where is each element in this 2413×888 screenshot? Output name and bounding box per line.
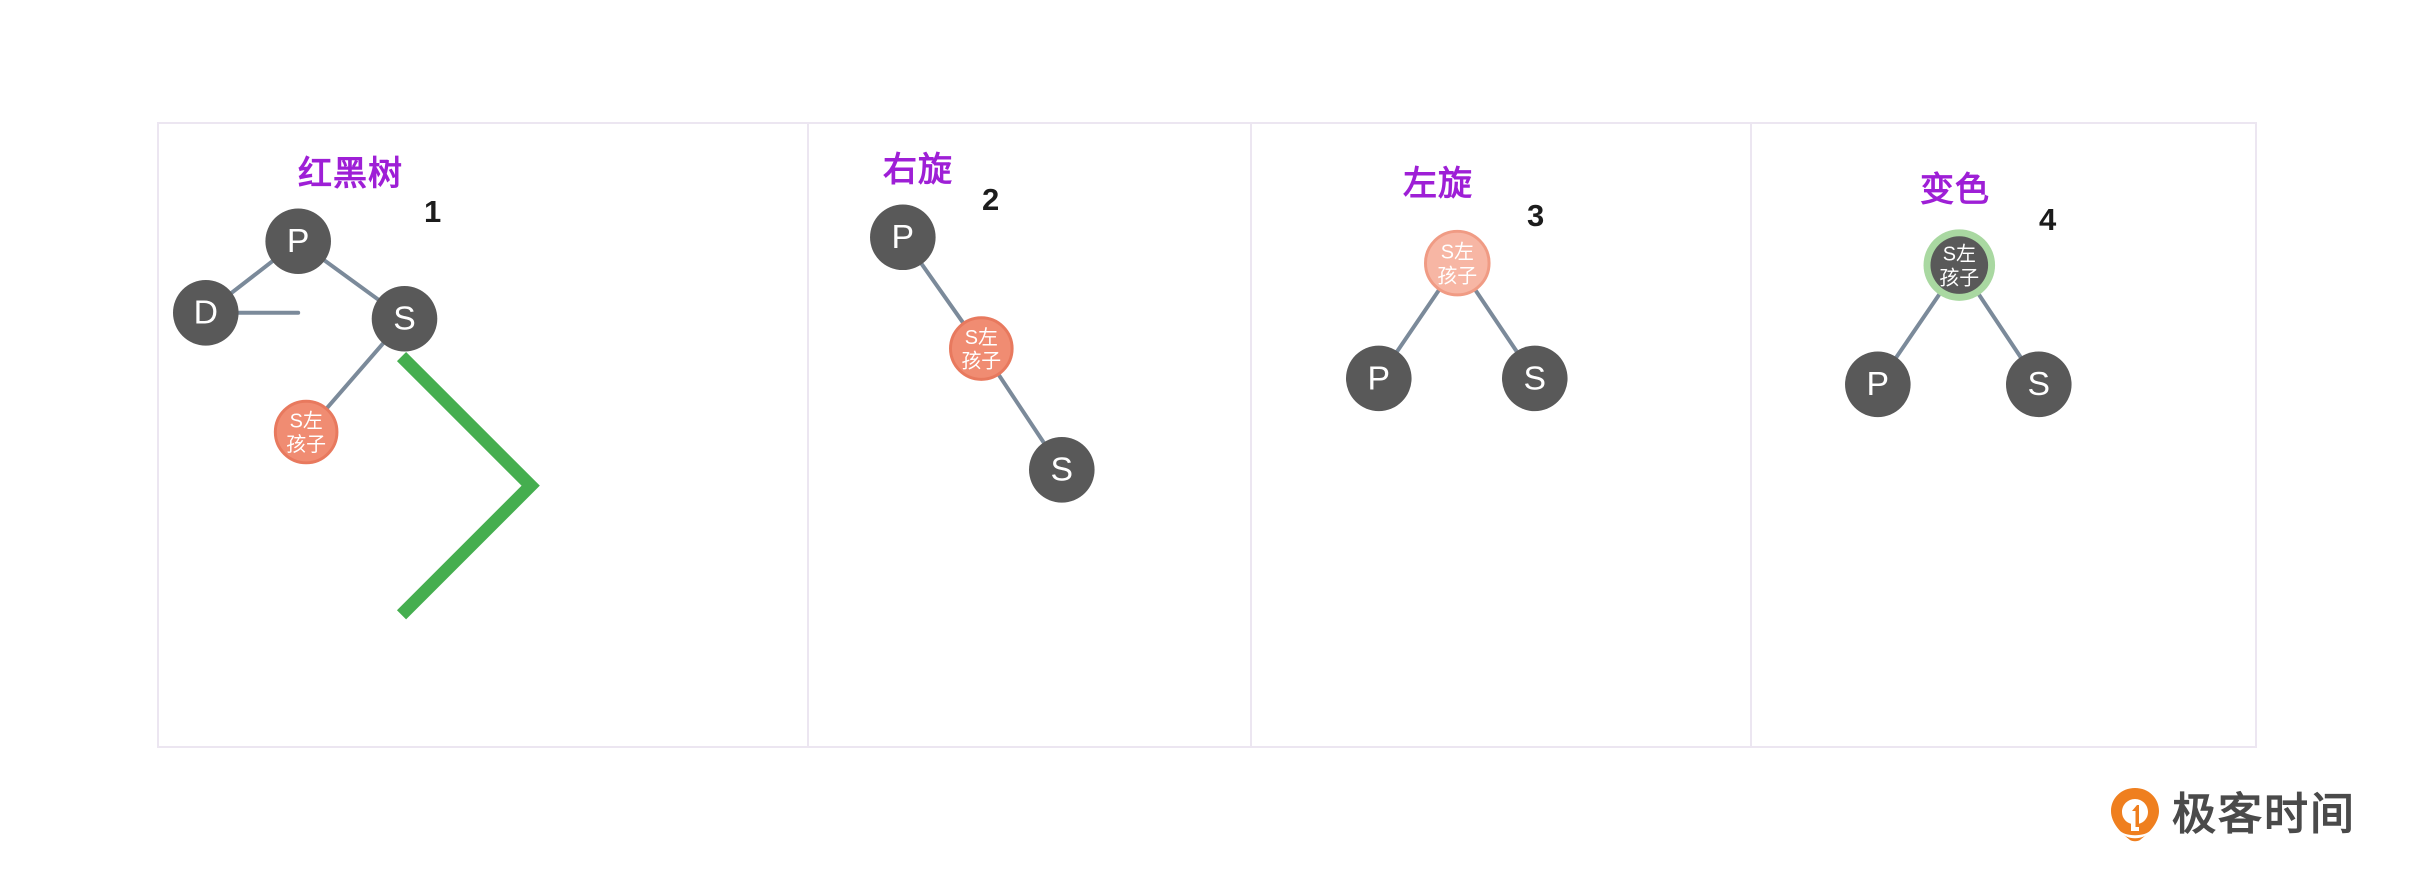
- tree-diagram-4: S左 孩子 P S: [1845, 229, 2072, 418]
- node-d: D: [172, 279, 239, 346]
- panel-title-4: 变色: [1920, 171, 1990, 209]
- node-s-label: S: [393, 300, 416, 338]
- node-s-left-child-label-line2: 孩子: [1939, 267, 1979, 289]
- node-s-left-child: S左 孩子: [949, 316, 1014, 381]
- panel-grid: 红黑树 1 P D: [157, 122, 2257, 748]
- node-s-left-child-label-line2: 孩子: [286, 434, 326, 456]
- panel-number-1: 1: [424, 194, 442, 229]
- node-s-left-child: S左 孩子: [273, 399, 339, 465]
- panel-title-1: 红黑树: [298, 155, 403, 193]
- node-s-left-child-label-line1: S左: [1441, 241, 1474, 263]
- node-s: S: [2005, 351, 2072, 418]
- panel-title-3: 左旋: [1403, 165, 1473, 203]
- green-chevron-right-icon: [396, 351, 540, 620]
- node-s-left-child: S左 孩子: [1923, 229, 1996, 301]
- geektime-pin-icon: [2111, 788, 2159, 842]
- panel-recolor: 变色 4 S左 孩子 P S: [1750, 124, 2259, 746]
- node-p: P: [265, 208, 331, 275]
- node-d-label: D: [194, 294, 218, 332]
- node-p: P: [870, 204, 936, 271]
- tree-diagram-2: P S左 孩子 S: [870, 204, 1095, 503]
- node-p: P: [1845, 351, 1911, 418]
- node-s: S: [371, 285, 438, 352]
- panel-title-2: 右旋: [883, 151, 953, 189]
- panel-red-black-tree: 红黑树 1 P D: [159, 124, 807, 746]
- node-p: P: [1345, 345, 1412, 412]
- node-p-label: P: [1368, 359, 1391, 397]
- node-p-label: P: [892, 218, 915, 256]
- tree-diagram-3: S左 孩子 P S: [1345, 229, 1568, 412]
- node-s-left-child-label-line1: S左: [965, 327, 998, 349]
- panel-number-2: 2: [982, 182, 1000, 217]
- brand-logo: 极客时间: [2110, 786, 2356, 844]
- node-s-label: S: [2028, 365, 2051, 403]
- node-s: S: [1501, 345, 1568, 412]
- node-s-left-child-label-line2: 孩子: [961, 351, 1001, 373]
- tree-diagram-1: P D S S左 孩子: [172, 208, 540, 620]
- node-s-left-child-label-line1: S左: [290, 410, 323, 432]
- panel-left-rotate: 左旋 3 S左 孩子 P S: [1250, 124, 1750, 746]
- node-s-label: S: [1524, 359, 1547, 397]
- panel-right-rotate: 右旋 2 P S左 孩子 S: [807, 124, 1250, 746]
- node-p-label: P: [1867, 365, 1890, 403]
- brand-name: 极客时间: [2172, 790, 2356, 839]
- panel-number-4: 4: [2039, 202, 2057, 237]
- node-s: S: [1029, 436, 1095, 503]
- panel-number-3: 3: [1527, 198, 1545, 233]
- node-s-left-child-label-line2: 孩子: [1437, 265, 1477, 287]
- node-p-label: P: [287, 222, 310, 260]
- node-s-left-child-label-line1: S左: [1943, 243, 1976, 265]
- node-s-left-child: S左 孩子: [1423, 229, 1491, 297]
- node-s-label: S: [1051, 451, 1074, 489]
